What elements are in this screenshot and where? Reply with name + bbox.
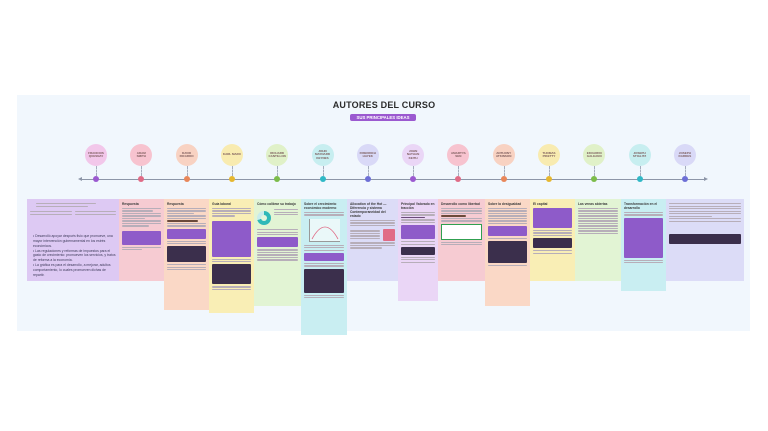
- timeline-dot: [274, 176, 281, 182]
- idea-card-1[interactable]: Desarrolló apoyar después fisio que prom…: [27, 199, 119, 281]
- card-title: Desarrollo como libertad: [441, 202, 480, 206]
- card-title: Transformación en el desarrollo: [624, 202, 658, 210]
- idea-card-6[interactable]: Sobre el crecimiento económico moderno: [301, 199, 347, 335]
- author-node[interactable]: THOMAS PIKETTY: [538, 144, 560, 166]
- timeline-dot: [455, 176, 462, 182]
- idea-card-12[interactable]: Las venas abiertas: [575, 199, 621, 281]
- timeline-right-arrow-icon: [704, 177, 708, 181]
- author-connector: [96, 166, 97, 176]
- author-connector: [413, 166, 415, 176]
- idea-bullet: Desarrolló apoyar después fisio que prom…: [33, 234, 116, 248]
- idea-card-10[interactable]: Sobre la desigualdad: [485, 199, 530, 306]
- author-node[interactable]: JOSEPH DARDES: [673, 144, 696, 166]
- card-title: Sobre la desigualdad: [488, 202, 522, 206]
- idea-card-3[interactable]: Respuesta: [164, 199, 209, 310]
- timeline-dot: [546, 176, 552, 182]
- author-node[interactable]: ANTHONY ATKINSON: [492, 144, 515, 166]
- idea-card-14[interactable]: [666, 199, 744, 281]
- card-title: El capital: [533, 202, 548, 206]
- card-title: Allocation of the Hot — Diferencia y sis…: [350, 202, 387, 218]
- card-title: Respuesta: [122, 202, 139, 206]
- author-node[interactable]: JOHN NATHAN KEITH: [402, 144, 425, 166]
- author-node[interactable]: JOSEPH STIGLITZ: [628, 144, 651, 166]
- timeline-dot: [410, 176, 417, 182]
- author-node[interactable]: EDUARDO GALEANO: [583, 144, 606, 166]
- card-title: Guía laboral: [212, 202, 232, 206]
- author-connector: [594, 166, 596, 176]
- card-title: Las venas abiertas: [578, 202, 608, 206]
- idea-bullet: La gráfica es para el desarrollo, a mejo…: [33, 263, 116, 277]
- author-node[interactable]: FRIEDRICH HAYEK: [356, 144, 379, 166]
- page-title: AUTORES DEL CURSO: [332, 100, 436, 110]
- author-node[interactable]: KARL MARX: [220, 144, 243, 166]
- card-title: Principal Valorado en tracción: [401, 202, 435, 210]
- idea-card-5[interactable]: Cómo calibrar su trabajo: [254, 199, 301, 306]
- idea-card-7[interactable]: Allocation of the Hot — Diferencia y sis…: [347, 199, 398, 281]
- idea-card-2[interactable]: Respuesta: [119, 199, 164, 281]
- author-node[interactable]: JOHN MAYNARD KEYNES: [311, 144, 334, 166]
- timeline-dot: [500, 176, 507, 182]
- author-node[interactable]: FRANCOIS QUESNAY: [85, 144, 107, 166]
- timeline-dot: [138, 176, 145, 182]
- timeline-left-arrow-icon: [78, 177, 82, 181]
- timeline-dot: [591, 176, 598, 182]
- timeline-dot: [319, 176, 326, 182]
- author-connector: [322, 166, 324, 176]
- author-connector: [458, 166, 460, 176]
- timeline-dot: [636, 176, 643, 182]
- author-connector: [186, 166, 188, 176]
- donut-chart-icon: [257, 211, 271, 225]
- author-node[interactable]: AMARTYA SEN: [447, 144, 470, 166]
- timeline-line: [80, 179, 706, 180]
- idea-card-13[interactable]: Transformación en el desarrollo: [621, 199, 666, 291]
- timeline-dot: [93, 176, 99, 182]
- author-connector: [549, 166, 550, 176]
- page-subtitle: SUS PRINCIPALES IDEAS: [350, 114, 416, 121]
- author-connector: [684, 166, 686, 176]
- idea-card-11[interactable]: El capital: [530, 199, 575, 281]
- idea-card-9[interactable]: Desarrollo como libertad: [438, 199, 485, 281]
- author-connector: [277, 166, 279, 176]
- timeline-dot: [364, 176, 371, 182]
- idea-card-4[interactable]: Guía laboral: [209, 199, 254, 313]
- timeline-dot: [681, 176, 688, 182]
- card-title: Cómo calibrar su trabajo: [257, 202, 296, 206]
- idea-card-8[interactable]: Principal Valorado en tracción: [398, 199, 438, 301]
- author-node[interactable]: RICHARD CANTILLON: [266, 144, 289, 166]
- author-connector: [503, 166, 505, 176]
- idea-bullets: Desarrolló apoyar después fisio que prom…: [30, 234, 116, 277]
- author-connector: [367, 166, 369, 176]
- card-title: Respuesta: [167, 202, 184, 206]
- timeline-dot: [183, 176, 190, 182]
- author-node[interactable]: DAVID RICARDO: [175, 144, 198, 166]
- author-connector: [231, 166, 233, 176]
- author-node[interactable]: ADAM SMITH: [130, 144, 153, 166]
- author-connector: [141, 166, 143, 176]
- card-title: Sobre el crecimiento económico moderno: [304, 202, 337, 210]
- curve-chart-icon: [308, 218, 340, 242]
- author-connector: [639, 166, 641, 176]
- timeline-dot: [228, 176, 235, 182]
- idea-bullet: Las regulaciones y reformas de impuestos…: [33, 249, 116, 263]
